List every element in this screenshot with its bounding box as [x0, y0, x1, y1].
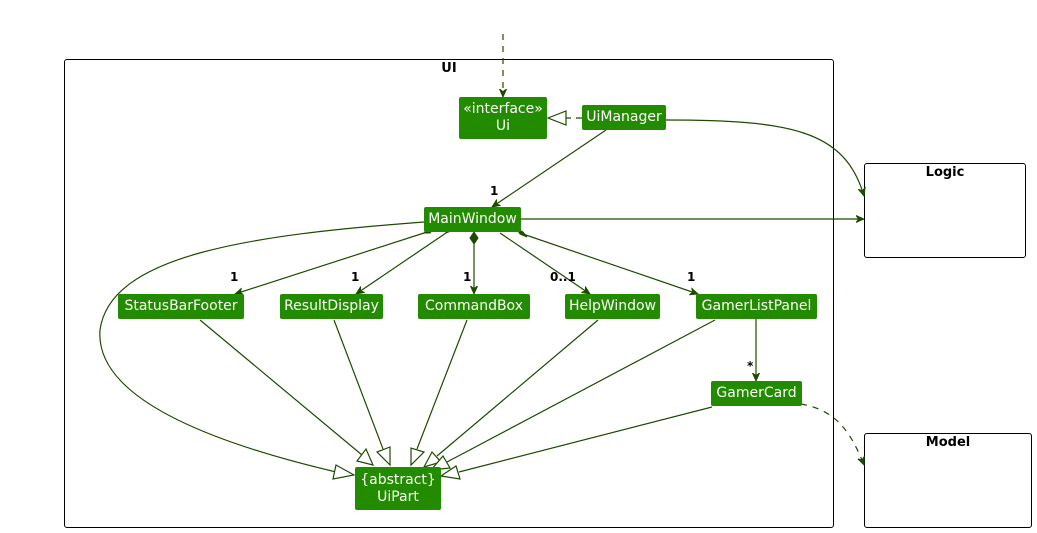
logic-package-title: Logic — [925, 165, 965, 180]
composition-gamerlistpanel-edge — [519, 232, 698, 294]
inherit-resultdisplay-edge — [333, 319, 384, 450]
mainwindow-class: MainWindow — [424, 207, 521, 232]
inherit-gamerlistpanel-edge — [446, 319, 716, 463]
inherit-mainwindow-edge — [99, 221, 425, 473]
logic-package: Logic — [864, 163, 1026, 258]
inherit-triangle-mainwindow — [332, 464, 356, 480]
gamerlistpanel-class: GamerListPanel — [696, 294, 817, 319]
mult-statusbarfooter: 1 — [230, 270, 238, 284]
uimanager-class: UiManager — [582, 105, 666, 130]
statusbarfooter-name: StatusBarFooter — [124, 298, 238, 314]
composition-statusbarfooter-edge — [235, 232, 425, 294]
commandbox-class: CommandBox — [418, 294, 530, 319]
realization-triangle — [546, 110, 567, 126]
ui-interface-stereotype: «interface» — [463, 101, 543, 117]
uimanager-name: UiManager — [586, 109, 662, 125]
gamercard-name: GamerCard — [716, 385, 797, 401]
inherit-statusbarfooter-edge — [199, 319, 363, 456]
resultdisplay-name: ResultDisplay — [284, 298, 379, 314]
ui-package: UI — [64, 59, 834, 528]
gamercard-class: GamerCard — [711, 381, 802, 406]
ui-package-title: UI — [441, 61, 457, 76]
composition-resultdisplay-edge — [356, 232, 447, 294]
inherit-gamercard-edge — [458, 406, 713, 473]
statusbarfooter-class: StatusBarFooter — [118, 294, 244, 319]
ui-interface-class: «interface» Ui — [459, 97, 547, 139]
composition-helpwindow-edge — [499, 232, 590, 294]
mult-commandbox: 1 — [463, 270, 471, 284]
inherit-commandbox-edge — [416, 319, 468, 450]
composition-diamond-commandbox — [469, 231, 479, 245]
uipart-name: UiPart — [377, 488, 419, 505]
mult-helpwindow: 0..1 — [550, 270, 576, 284]
mainwindow-name: MainWindow — [428, 211, 517, 227]
uimanager-mainwindow-edge — [492, 129, 607, 207]
uipart-stereotype: {abstract} — [360, 471, 436, 488]
gamerlistpanel-name: GamerListPanel — [701, 298, 812, 314]
inherit-triangle-gamercard — [439, 465, 461, 480]
ui-interface-name: Ui — [495, 118, 511, 134]
model-package: Model — [864, 433, 1032, 528]
gamercard-model-edge — [800, 403, 864, 465]
mult-resultdisplay: 1 — [351, 270, 359, 284]
helpwindow-class: HelpWindow — [565, 294, 660, 319]
commandbox-name: CommandBox — [425, 298, 523, 314]
inherit-helpwindow-edge — [436, 319, 599, 457]
inherit-triangle-statusbarfooter — [355, 447, 375, 466]
resultdisplay-class: ResultDisplay — [280, 294, 383, 319]
uimanager-logic-edge — [665, 119, 864, 196]
uipart-class: {abstract} UiPart — [355, 467, 441, 510]
mult-uimanager-mainwindow: 1 — [490, 184, 498, 198]
inherit-triangle-resultdisplay — [375, 446, 391, 467]
mult-gamercard: * — [747, 359, 754, 373]
mult-gamerlistpanel: 1 — [687, 270, 695, 284]
helpwindow-name: HelpWindow — [568, 298, 657, 314]
inherit-triangle-commandbox — [410, 447, 426, 467]
model-package-title: Model — [925, 435, 971, 450]
